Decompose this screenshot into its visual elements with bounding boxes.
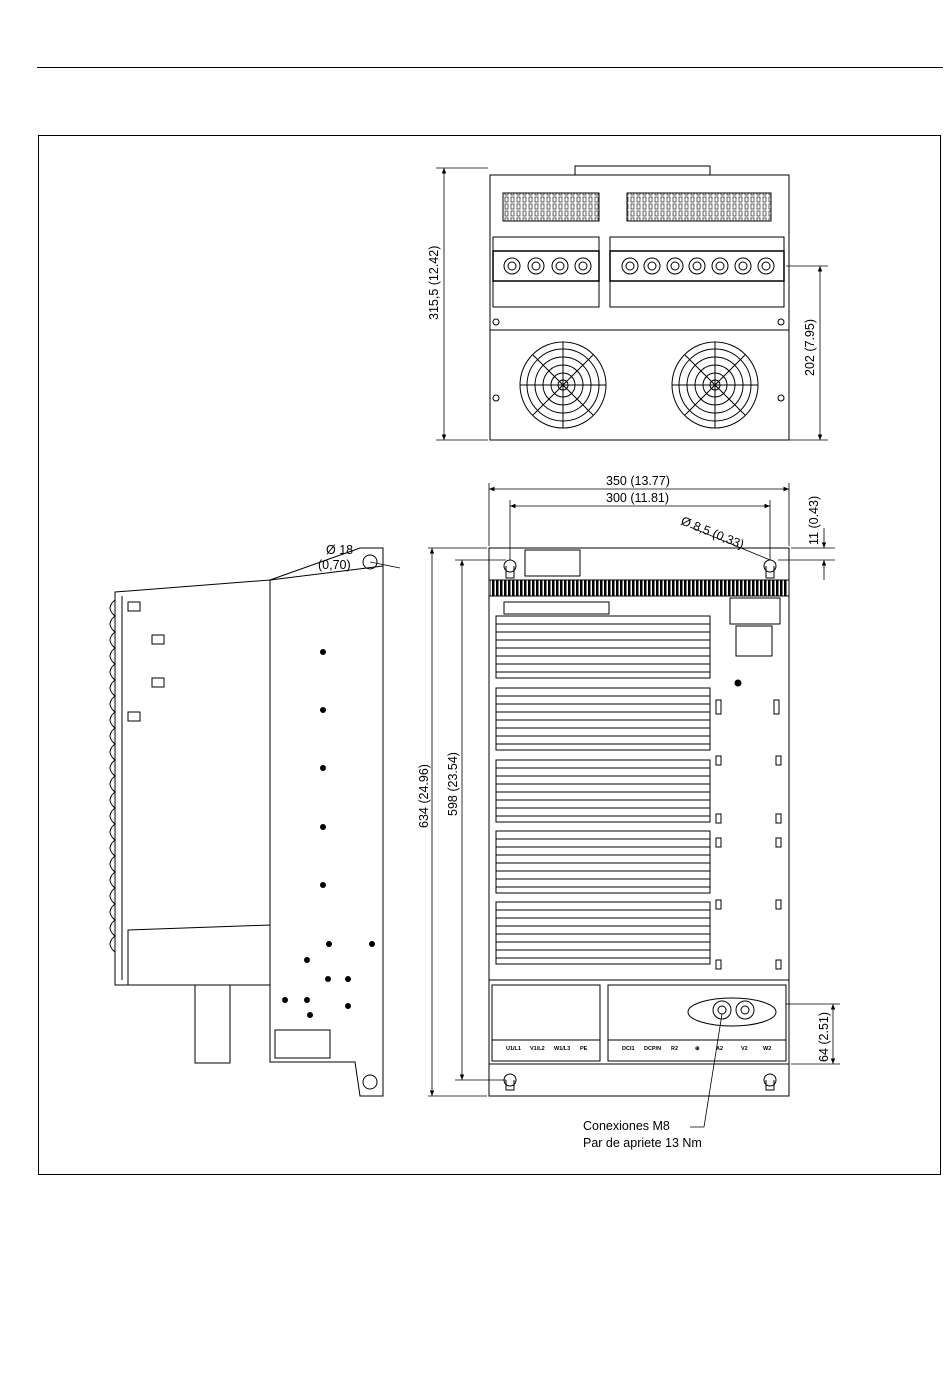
side-view bbox=[110, 548, 383, 1096]
dim-terminal-height: 64 (2.51) bbox=[817, 1012, 831, 1062]
dim-hole-small: Ø 8,5 (0,33) bbox=[679, 514, 746, 552]
dim-height-total: 634 (24.96) bbox=[417, 764, 431, 828]
heatsink-fins bbox=[490, 580, 788, 596]
note-torque: Par de apriete 13 Nm bbox=[583, 1136, 702, 1150]
side-view-label-plate bbox=[275, 1030, 330, 1058]
terminal-label-w1: W1/L3 bbox=[554, 1046, 570, 1052]
vent-grille-left bbox=[503, 193, 599, 221]
fan-right bbox=[672, 342, 758, 428]
side-view-body bbox=[115, 580, 270, 985]
front-view bbox=[489, 548, 789, 1096]
top-label-plate bbox=[525, 550, 580, 576]
dim-hole-large-b: (0,70) bbox=[318, 558, 351, 572]
terminal-label-dci1: DCI1 bbox=[622, 1046, 635, 1052]
dim-fan-height: 202 (7.95) bbox=[803, 319, 817, 376]
vent-grille-right bbox=[627, 193, 771, 221]
note-connections: Conexiones M8 bbox=[583, 1119, 670, 1133]
warning-label bbox=[504, 602, 609, 614]
side-view-flange bbox=[270, 548, 383, 1096]
terminal-label-v1: V1/L2 bbox=[530, 1046, 545, 1052]
terminal-label-ground: ⊕ bbox=[695, 1046, 700, 1052]
terminal-screws-right bbox=[622, 258, 774, 274]
fin-blocks bbox=[496, 616, 710, 964]
terminal-label-u1: U1/L1 bbox=[506, 1046, 521, 1052]
terminal-label-pe: PE bbox=[580, 1046, 588, 1052]
terminal-label-r2: R2 bbox=[671, 1046, 678, 1052]
side-view-fin-profile bbox=[110, 600, 115, 952]
control-connector bbox=[730, 598, 780, 624]
dim-top-height: 315,5 (12.42) bbox=[427, 246, 441, 320]
terminal-bolts bbox=[688, 998, 776, 1026]
top-view-cap bbox=[575, 166, 710, 175]
dim-hole-large-a: Ø 18 bbox=[326, 543, 353, 557]
front-view-dimensions bbox=[428, 483, 840, 1096]
terminal-label-w2: W2 bbox=[763, 1046, 771, 1052]
side-view-terminal-bracket bbox=[195, 985, 230, 1063]
dim-width-total: 350 (13.77) bbox=[606, 474, 670, 488]
terminal-screws-left bbox=[504, 258, 591, 274]
terminal-label-dcpn: DCP/N bbox=[644, 1046, 661, 1052]
dim-height-holes: 598 (23.54) bbox=[446, 752, 460, 816]
terminal-block-right bbox=[610, 237, 784, 307]
leader-connection-note bbox=[690, 1014, 722, 1127]
dim-hole-top-offset: 11 (0.43) bbox=[807, 496, 821, 545]
top-view bbox=[490, 166, 789, 440]
terminal-label-v2: V2 bbox=[741, 1046, 748, 1052]
terminal-block-left bbox=[493, 237, 599, 307]
fan-left bbox=[520, 342, 606, 428]
dim-width-holes: 300 (11.81) bbox=[606, 491, 669, 505]
terminal-labels: U1/L1 V1/L2 W1/L3 PE DCI1 DCP/N R2 ⊕ A2 … bbox=[506, 1046, 771, 1052]
